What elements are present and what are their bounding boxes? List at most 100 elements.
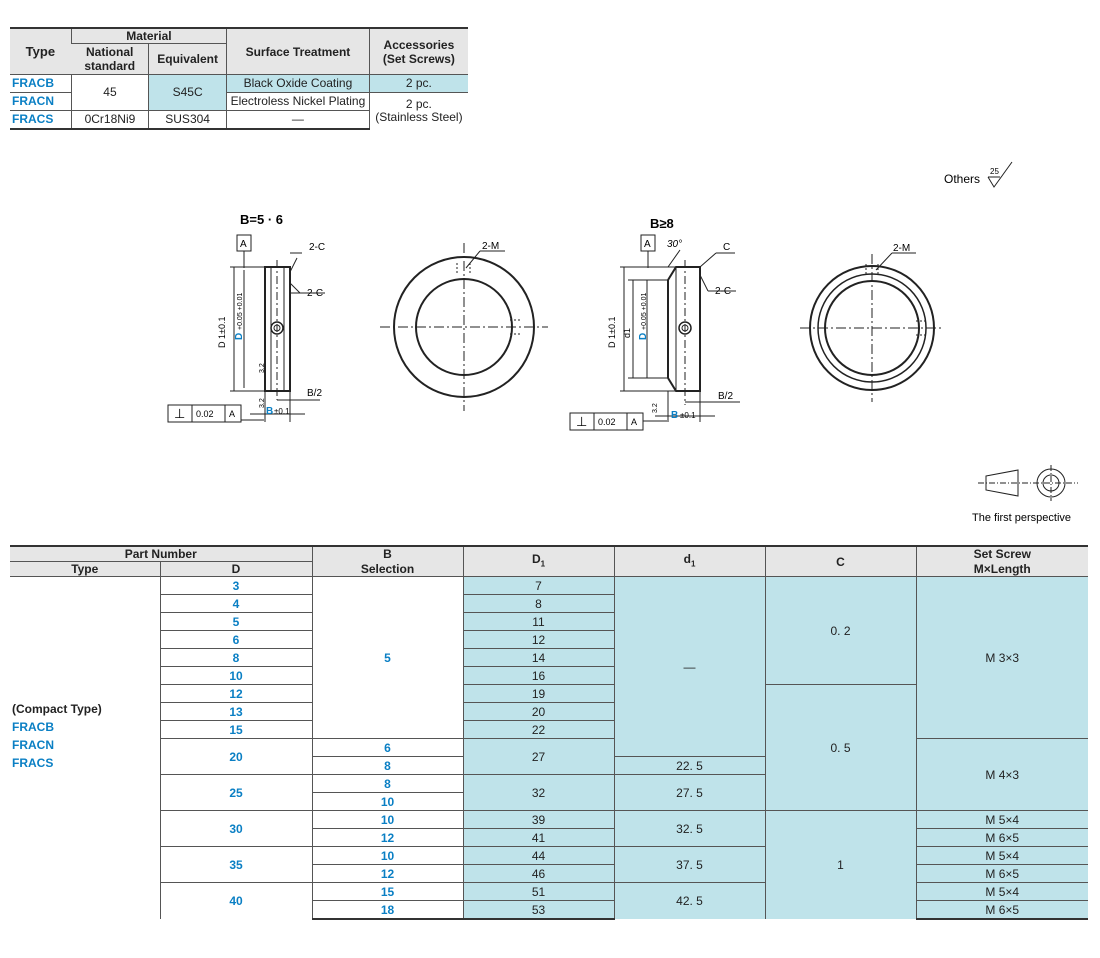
d-cell: 30 — [159, 810, 312, 847]
b-tolerance: ±0.1 — [274, 407, 290, 416]
material-national: 45 — [70, 74, 149, 111]
material-national: 0Cr18Ni9 — [70, 110, 149, 130]
d1-cell: 14 — [462, 648, 614, 667]
material-type: FRACN — [10, 92, 72, 111]
roughness-small: 3.2 — [259, 398, 266, 408]
table-row: 15 22 — [10, 720, 1088, 739]
d1-cell: 53 — [462, 900, 614, 920]
d-cell: 8 — [159, 648, 312, 667]
d1-cell: 11 — [462, 612, 614, 631]
b-dimension: B — [671, 410, 678, 421]
thread-label: 2-M — [893, 243, 910, 254]
chamfer-label: 2-C — [307, 288, 323, 299]
b-cell: 15 — [311, 882, 463, 901]
table-row: 13 20 — [10, 702, 1088, 721]
small-d1-cell: 42. 5 — [613, 882, 765, 919]
b-cell: 8 — [311, 756, 463, 775]
material-header-type: Type — [10, 27, 72, 75]
screw-cell: M 3×3 — [915, 576, 1088, 739]
d-cell: 5 — [159, 612, 312, 631]
d1-cell: 32 — [462, 774, 614, 811]
table-row: 10 16 — [10, 666, 1088, 685]
b-cell: 10 — [311, 810, 463, 829]
collar-front-view-small — [380, 243, 548, 411]
material-header-material: Material — [70, 27, 227, 44]
d-cell: 15 — [159, 720, 312, 739]
b-cell: 5 — [311, 576, 463, 739]
table-row: 12 41 M 6×5 — [10, 828, 1088, 847]
d-cell: 20 — [159, 738, 312, 775]
svg-text:⊥: ⊥ — [174, 406, 185, 421]
chamfer-label: C — [723, 242, 730, 253]
material-type: FRACB — [10, 74, 72, 93]
chamfer-label: 2-C — [715, 286, 731, 297]
screw-cell: M 5×4 — [915, 810, 1088, 829]
datum-a-box: A — [640, 234, 656, 252]
table-row: 12 19 0. 5 — [10, 684, 1088, 811]
material-header-national: National standard — [71, 43, 149, 75]
d1-cell: 22 — [462, 720, 614, 739]
material-header-accessories: Accessories (Set Screws) — [368, 27, 468, 75]
d-cell: 6 — [159, 630, 312, 649]
header-set-screw-sub: M×Length — [915, 561, 1088, 577]
first-angle-projection-icon — [978, 465, 1078, 501]
table-row: 25 8 32 27. 5 — [10, 774, 1088, 811]
type-cell: (Compact Type) FRACB FRACN FRACS — [10, 576, 160, 919]
b-half-label: B/2 — [718, 391, 733, 402]
svg-text:A: A — [240, 239, 247, 250]
view2-title: B≥8 — [650, 216, 674, 231]
material-surface: Electroless Nickel Plating — [226, 92, 370, 111]
d1-dimension: D 1±0.1 — [217, 317, 227, 348]
d-tolerance: +0.05 +0.01 — [237, 293, 244, 330]
type-fracs: FRACS — [12, 756, 54, 770]
b-cell: 10 — [311, 846, 463, 865]
d-cell: 40 — [159, 882, 312, 919]
material-surface: — — [226, 110, 370, 130]
view1-title: B=5 · 6 — [240, 212, 283, 227]
d1-cell: 7 — [462, 576, 614, 595]
table-row: 20 6 27 M 4×3 — [10, 738, 1088, 811]
d-dimension: D — [638, 333, 649, 340]
table-row: (Compact Type) FRACB FRACN FRACS 3 5 7 —… — [10, 576, 1088, 919]
b-cell: 8 — [311, 774, 463, 793]
material-row: FRACN Electroless Nickel Plating 2 pc. (… — [10, 92, 468, 129]
small-d1-cell: — — [613, 576, 765, 757]
header-d1: D1 — [462, 545, 614, 577]
collar-side-view-large — [620, 249, 740, 422]
b-dimension: B — [266, 406, 273, 417]
material-row: FRACB 45 S45C Black Oxide Coating 2 pc. — [10, 74, 468, 111]
d-cell: 4 — [159, 594, 312, 613]
screw-cell: M 5×4 — [915, 846, 1088, 865]
header-c: C — [764, 545, 916, 577]
material-accessory: 2 pc. (Stainless Steel) — [368, 92, 468, 129]
svg-text:A: A — [644, 239, 651, 250]
svg-text:0.02: 0.02 — [598, 417, 616, 427]
material-table: Type Material Surface Treatment Accessor… — [10, 27, 468, 130]
material-header-equivalent: Equivalent — [148, 43, 227, 75]
d-dimension: D — [234, 333, 245, 340]
svg-text:⊥: ⊥ — [576, 414, 587, 429]
table-row: 6 12 — [10, 630, 1088, 649]
screw-cell: M 6×5 — [915, 828, 1088, 847]
table-row: 5 11 — [10, 612, 1088, 631]
header-b-selection: Selection — [311, 561, 463, 577]
d-cell: 35 — [159, 846, 312, 883]
d-cell: 13 — [159, 702, 312, 721]
d1-dimension: D 1±0.1 — [607, 317, 617, 348]
part-number-table: Part Number B D1 d1 C Set Screw Type D S… — [10, 545, 1088, 920]
table-row: 8 22. 5 — [10, 756, 1088, 775]
header-type: Type — [10, 561, 160, 577]
small-d1-cell: 32. 5 — [613, 810, 765, 847]
d1-cell: 19 — [462, 684, 614, 703]
collar-side-view-small — [230, 251, 325, 422]
perpendicularity-frame: ⊥ 0.02 A — [569, 412, 644, 431]
d-cell: 12 — [159, 684, 312, 703]
small-d1-dimension: d1 — [622, 328, 632, 338]
header-d: D — [159, 561, 312, 577]
table-row: 35 10 44 37. 5 M 5×4 — [10, 846, 1088, 883]
d1-cell: 39 — [462, 810, 614, 829]
angle-label: 30° — [667, 239, 682, 250]
d1-cell: 46 — [462, 864, 614, 883]
b-cell: 10 — [311, 792, 463, 811]
header-set-screw: Set Screw — [915, 545, 1088, 562]
